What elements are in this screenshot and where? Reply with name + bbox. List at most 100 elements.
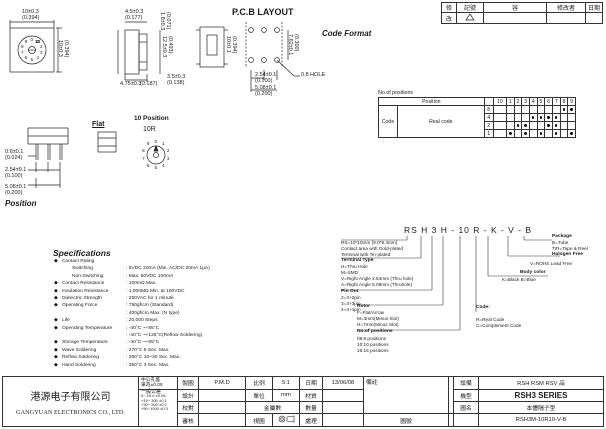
- bullet-icon: ◆: [54, 303, 58, 309]
- halogen-title: Halogen Free: [552, 252, 583, 257]
- package-tape: T/R=Tape & Reel: [552, 246, 588, 251]
- spec-row: ◆Storage Temperature: -40°C ~+85°C: [54, 339, 159, 346]
- code-dot-icon: [555, 132, 558, 135]
- tol-line-2: +15~ 300 ±0.1: [141, 397, 167, 403]
- top-dial-mark: 10: [35, 40, 41, 45]
- code-table-title: No.of positions: [378, 90, 414, 96]
- spec-value: : -40°C ~+85°C: [126, 325, 160, 331]
- spec-row: Non-Switching: Max. 50VDC 100mA: [54, 273, 173, 280]
- code-dot-icon: [516, 124, 520, 127]
- pin-dim-06-ref: (0.024): [5, 155, 23, 161]
- ten-position-number-5: 5: [154, 165, 158, 170]
- top-dial-number-3: 3: [40, 50, 43, 56]
- triangle-mark-icon: [465, 13, 475, 21]
- top-dial-number-2: 2: [40, 43, 43, 49]
- top-dial-number-1: 1: [36, 38, 39, 44]
- drawing-no-label: 圖號: [363, 413, 449, 427]
- code-dot-icon: [555, 124, 558, 127]
- body-color: K=Black B=Blue: [502, 277, 536, 282]
- spec-label: Hand Soldering: [62, 362, 96, 368]
- terminal-type-m: M=SMD: [341, 270, 359, 275]
- tol-line-3: +30~ 500 ±0.2: [141, 402, 167, 407]
- pcb-dim-508-ref: (0.200): [255, 91, 273, 97]
- name-value: 本體隔子型: [478, 400, 604, 415]
- no-positions-title: No.of positions: [357, 329, 393, 334]
- bullet-icon: ◆: [54, 340, 58, 346]
- approve-label: 審核: [177, 413, 199, 427]
- flat-rotor-shape: [97, 131, 117, 153]
- spec-value: : 1,000MΩ Min. at 100VDC: [126, 288, 185, 294]
- pcb-dim-254: 2.54±0.1: [255, 72, 277, 78]
- top-dial-number-7: 7: [20, 50, 24, 56]
- spec-row: ◆Contact Rating: [54, 258, 126, 265]
- spec-row: ◆Operating Force: 750gf/cm (Standard): [54, 302, 173, 309]
- scale-label: 比例: [245, 376, 273, 390]
- series-label: 設備: [453, 376, 479, 390]
- pin-dim-06: 0.6±0.1: [5, 149, 24, 155]
- spec-label: Switching: [72, 266, 93, 272]
- series-value: RSH RSM RSV 品: [478, 376, 604, 390]
- code-dot-icon: [539, 116, 543, 119]
- title-block: 港源电子有限公司 GANGYUAN ELECTRONICS CO., LTD. …: [2, 375, 604, 428]
- ten-position-number-8: 8: [142, 147, 145, 153]
- model-value: RSH3 SERIES: [478, 388, 604, 402]
- top-dial-number-9: 9: [24, 38, 28, 44]
- rotor-h: H=7mm(Minus Slot): [357, 322, 399, 327]
- projection-symbol-icon: [278, 415, 295, 423]
- package-title: Package: [552, 234, 572, 239]
- terminal-type-v: V=Right Angle 2.54mm (Thru hole): [341, 276, 414, 281]
- pcb-layout-title: P.C.B LAYOUT: [232, 7, 294, 17]
- revision-table: 修 記號 容 修改者 日期 改: [441, 2, 603, 24]
- top-dial-number-5: 5: [30, 57, 34, 62]
- code-cell: [492, 129, 508, 138]
- spec-value: : 100mΩ Max.: [126, 281, 157, 287]
- scale-value: 5:1: [272, 376, 300, 390]
- unit-value: 單為±0.05: [141, 382, 163, 388]
- unit2-value: mm: [272, 388, 300, 402]
- body-color-title: Body color: [520, 270, 546, 275]
- spec-row: : -40°C ~+125°C(Reflow Soldering): [54, 332, 202, 339]
- top-view-body: [9, 27, 55, 73]
- side-dim-475: 4.75±0.3: [120, 81, 142, 87]
- side-dim-35: 3.5±0.3: [167, 74, 186, 80]
- top-dial-number-4: 4: [36, 55, 39, 61]
- spec-row: ◆Dielectric Strength: 250VAC for 1 minut…: [54, 295, 174, 302]
- rs-desc-2: Contact area with Gold-plated: [341, 246, 404, 251]
- package-tube: B=Tube: [552, 240, 569, 245]
- spec-value: : Max. 50VDC 100mA: [126, 273, 174, 279]
- top-dial-number-8: 8: [20, 43, 24, 49]
- code-title: Code:: [476, 305, 490, 310]
- model-label: 機型: [453, 388, 479, 402]
- top-view-dial: [17, 35, 47, 65]
- unit-label: 中公孔差: [141, 377, 161, 383]
- side-dim-ref-187: (0.187): [140, 81, 158, 87]
- spec-value: : 270°C 5 Sec. Max.: [126, 347, 170, 353]
- spec-value: : -40°C ~+125°C(Reflow Soldering): [126, 333, 203, 338]
- spec-value: : 400gf/cm Max. (N type): [126, 310, 180, 316]
- spec-value: : 20,000 Steps: [126, 318, 158, 324]
- spec-row: ◆Wave Soldering: 270°C 5 Sec. Max.: [54, 347, 170, 354]
- tolerance-cell: 一般公差 0~ 15.0 ±0.05 +15~ 300 ±0.1 +30~ 50…: [138, 388, 178, 428]
- code-dot-icon: [547, 116, 550, 119]
- code-cell: [567, 129, 576, 138]
- code-dot-icon: [509, 132, 512, 135]
- top-dial-number-0: 0: [30, 37, 34, 42]
- name-label: 圖名: [453, 400, 479, 415]
- rotor-title: Rotor: [357, 304, 371, 309]
- spec-row: ◆Insulation Resistance: 1,000MΩ Min. at …: [54, 288, 185, 295]
- pcb-dim-254-ref: (0.100): [255, 78, 273, 84]
- spec-label: Life: [62, 318, 70, 324]
- spec-label: Storage Temperature: [62, 340, 108, 346]
- spec-label: Operating Temperature: [62, 325, 113, 331]
- date-label: 日期: [299, 376, 323, 390]
- company-name-en: GANGYUAN ELECTRONICS CO., LTD.: [16, 408, 125, 416]
- drawing-no-value: RSH3M-10R10-V-B: [478, 413, 604, 427]
- spec-label: Contact Rating: [62, 259, 95, 264]
- qty-label: 數量: [299, 400, 323, 415]
- bullet-icon: ◆: [54, 288, 58, 294]
- terminal-type-h: H=Thru Hole: [341, 264, 368, 269]
- check-label: 校對: [177, 400, 199, 415]
